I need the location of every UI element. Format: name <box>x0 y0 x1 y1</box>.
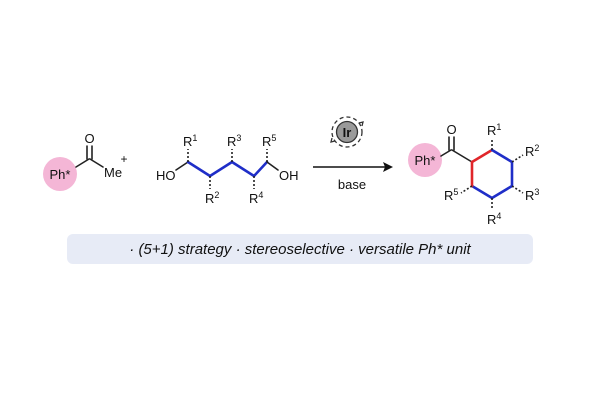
product-r4-label: R4 <box>487 211 501 227</box>
banner-bullet: · <box>348 240 354 258</box>
chain-bond-2 <box>186 160 212 178</box>
carbonyl-methyl-bond <box>89 158 104 168</box>
catalyst-cycle-ring <box>331 116 363 148</box>
product-aryl-carbonyl-bond <box>440 149 452 157</box>
ph-star-label-reactant: Ph* <box>50 167 71 182</box>
banner-bullet: · <box>129 240 135 258</box>
key-features-banner: · (5+1) strategy · stereoselective · ver… <box>67 234 533 264</box>
cycle-arrow-icon-2 <box>330 137 336 143</box>
ph-star-circle-product <box>408 143 442 177</box>
feature-stereoselective: stereoselective <box>244 240 345 258</box>
catalyst-disc <box>335 120 359 144</box>
chain-bond-6 <box>266 161 279 171</box>
methyl-label: Me <box>104 165 122 180</box>
chain-bond-5 <box>252 160 269 178</box>
carbonyl-oxygen-label: O <box>84 131 94 146</box>
product-r5-label: R5 <box>444 187 458 203</box>
arrow-condition-label: base <box>338 177 366 192</box>
cycle-arrow-icon <box>358 121 364 127</box>
diol-r2-label: R2 <box>205 190 219 206</box>
plus-sign: + <box>120 152 127 166</box>
ph-star-label-product: Ph* <box>415 153 436 168</box>
reaction-arrow: base <box>313 162 393 192</box>
chain-bond-3 <box>208 160 234 178</box>
diol-r1-label: R1 <box>183 133 197 149</box>
iridium-catalyst: Ir <box>330 116 364 148</box>
diol-r5-label: R5 <box>262 133 276 149</box>
catalyst-label: Ir <box>343 125 352 140</box>
ring-bond-c1-c2 <box>470 148 494 164</box>
product-r1-label: R1 <box>487 122 501 138</box>
cyclohexane-product: Ph* O R1 R2 R3 R4 R5 <box>408 122 539 227</box>
product-r5-dashed-bond <box>460 185 473 194</box>
product-r3-dashed-bond <box>511 185 524 194</box>
ring-bond-c2-c3 <box>490 148 514 164</box>
ring-bond-c4-c5 <box>490 184 514 200</box>
product-oxygen-label: O <box>446 122 456 137</box>
carbonyl-ring-bond <box>451 149 473 163</box>
product-r2-label: R2 <box>525 143 539 159</box>
banner-bullet: · <box>235 240 241 258</box>
product-r2-dashed-bond <box>511 154 524 163</box>
ring-bond-c5-c6 <box>470 184 494 200</box>
ketone-reactant: Ph* O Me <box>43 131 122 191</box>
feature-ph-star-unit: versatile Ph* unit <box>358 240 471 258</box>
ph-star-circle-reactant <box>43 157 77 191</box>
product-r3-label: R3 <box>525 187 539 203</box>
diol-r4-label: R4 <box>249 190 263 206</box>
hydroxyl-right-label: OH <box>279 168 299 183</box>
chain-bond-4 <box>230 160 256 178</box>
feature-strategy: (5+1) strategy <box>138 240 232 258</box>
aryl-carbonyl-bond <box>75 158 90 168</box>
diol-r3-label: R3 <box>227 133 241 149</box>
chain-bond-1 <box>175 161 189 171</box>
arrowhead-icon <box>383 162 393 172</box>
hydroxyl-left-label: HO <box>156 168 176 183</box>
diol-reactant: HO OH R1 R2 R3 R4 R5 <box>156 133 299 206</box>
